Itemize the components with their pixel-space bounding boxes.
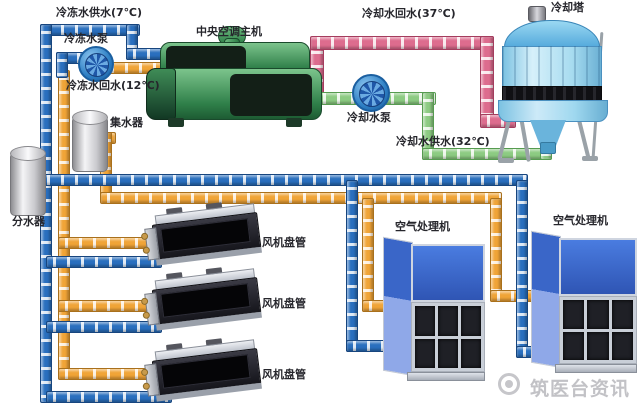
label-chilled-supply: 冷冻水供水(7℃): [56, 6, 143, 19]
pipe-cooling-return-tower-drop: [480, 36, 494, 128]
tower-basin: [498, 100, 608, 122]
pipe-supply-main: [40, 174, 528, 186]
ahu-top-box: [411, 244, 485, 302]
chiller-leg-left: [168, 118, 184, 127]
ahu-grille-cell: [461, 306, 481, 336]
pipe-return-ahu1-drop: [362, 198, 374, 312]
chiller-leg-right: [286, 118, 302, 127]
pipe-cooling-return-top: [310, 36, 494, 50]
pipe-cooling-supply-bottom: [422, 148, 552, 160]
label-fan-coil-3: 风机盘管: [262, 368, 306, 381]
label-fan-coil-1: 风机盘管: [262, 236, 306, 249]
ahu-side-face: [531, 230, 561, 368]
collector-top: [72, 110, 108, 125]
cooling-water-pump: [352, 74, 390, 112]
watermark-logo-dot: [505, 380, 513, 388]
ahu-grille-cell: [438, 306, 458, 336]
ahu-grille-cell: [563, 331, 585, 360]
pump-impeller-icon: [359, 81, 385, 107]
ahu-base: [555, 364, 637, 373]
pipe-supply-fcu3-branch: [46, 391, 172, 403]
ahu-grille-cell: [415, 338, 435, 368]
pipe-supply-top: [40, 24, 140, 36]
ahu-top-box: [559, 238, 637, 296]
label-chilled-pump: 冷冻水泵: [64, 32, 108, 45]
distributor-top: [10, 146, 46, 161]
watermark-logo-icon: [498, 373, 520, 395]
cooling-tower: [496, 2, 612, 166]
ahu-grille-cell: [587, 300, 609, 329]
label-air-handler-1: 空气处理机: [395, 220, 450, 233]
pump-impeller-icon: [85, 53, 109, 77]
chilled-water-pump: [78, 46, 114, 82]
pipe-return-ahu2-drop: [490, 198, 502, 302]
fan-coil-unit-2: [140, 267, 267, 335]
pipe-supply-ahu2-drop: [516, 180, 528, 358]
pipe-supply-fcu2-branch: [46, 321, 162, 333]
ahu-grille-cell: [611, 300, 633, 329]
pipe-return-main: [100, 192, 502, 204]
label-chilled-return: 冷冻水回水(12℃): [66, 79, 160, 92]
pipe-cooling-supply-drop: [422, 92, 434, 160]
label-chiller: 中央空调主机: [196, 25, 262, 38]
tower-foot-right: [582, 156, 598, 161]
pipe-return-fcu1-branch: [58, 237, 164, 249]
pipe-supply-left-riser: [40, 24, 52, 403]
pipe-return-left-riser: [58, 70, 70, 380]
pipe-supply-ahu1-drop: [346, 180, 358, 352]
collector-vessel: [72, 116, 108, 172]
label-distributor: 分水器: [12, 215, 45, 228]
air-handler-unit-2: [531, 230, 639, 380]
tower-outlet: [540, 142, 556, 154]
ahu-grille: [559, 296, 637, 364]
chiller-left-endcap: [146, 68, 176, 120]
pipe-return-fcu2-branch: [58, 300, 164, 312]
label-collector: 集水器: [110, 116, 143, 129]
pipe-cooling-supply-chiller-stub: [316, 92, 358, 105]
tower-foot-left: [498, 158, 514, 163]
chiller-lower-dark-band: [230, 74, 312, 116]
label-fan-coil-2: 风机盘管: [262, 297, 306, 310]
label-cooling-return: 冷却水回水(37℃): [362, 7, 456, 20]
ahu-grille-cell: [415, 306, 435, 336]
label-cooling-supply: 冷却水供水(32℃): [396, 135, 490, 148]
ahu-side-face: [383, 236, 413, 376]
ahu-grille: [411, 302, 485, 372]
ahu-grille-cell: [461, 338, 481, 368]
chiller-unit: [146, 26, 326, 127]
ahu-base: [407, 372, 485, 381]
ahu-grille-cell: [611, 331, 633, 360]
tower-body-ribs: [502, 46, 602, 90]
fan-coil-unit-3: [140, 338, 267, 406]
fan-coil-unit-1: [140, 202, 267, 270]
ahu-grille-cell: [438, 338, 458, 368]
pipe-return-fcu3-branch: [58, 368, 164, 380]
label-air-handler-2: 空气处理机: [553, 214, 608, 227]
ahu-grille-cell: [563, 300, 585, 329]
watermark-text: 筑医台资讯: [530, 378, 631, 400]
ahu-grille-cell: [587, 331, 609, 360]
label-cooling-pump: 冷却水泵: [347, 111, 391, 124]
distributor-vessel: [10, 152, 46, 216]
pipe-pump1-inlet-v: [56, 52, 68, 78]
air-handler-unit-1: [383, 236, 485, 388]
pipe-supply-fcu1-branch: [46, 256, 162, 268]
label-cooling-tower: 冷却塔: [551, 1, 584, 14]
